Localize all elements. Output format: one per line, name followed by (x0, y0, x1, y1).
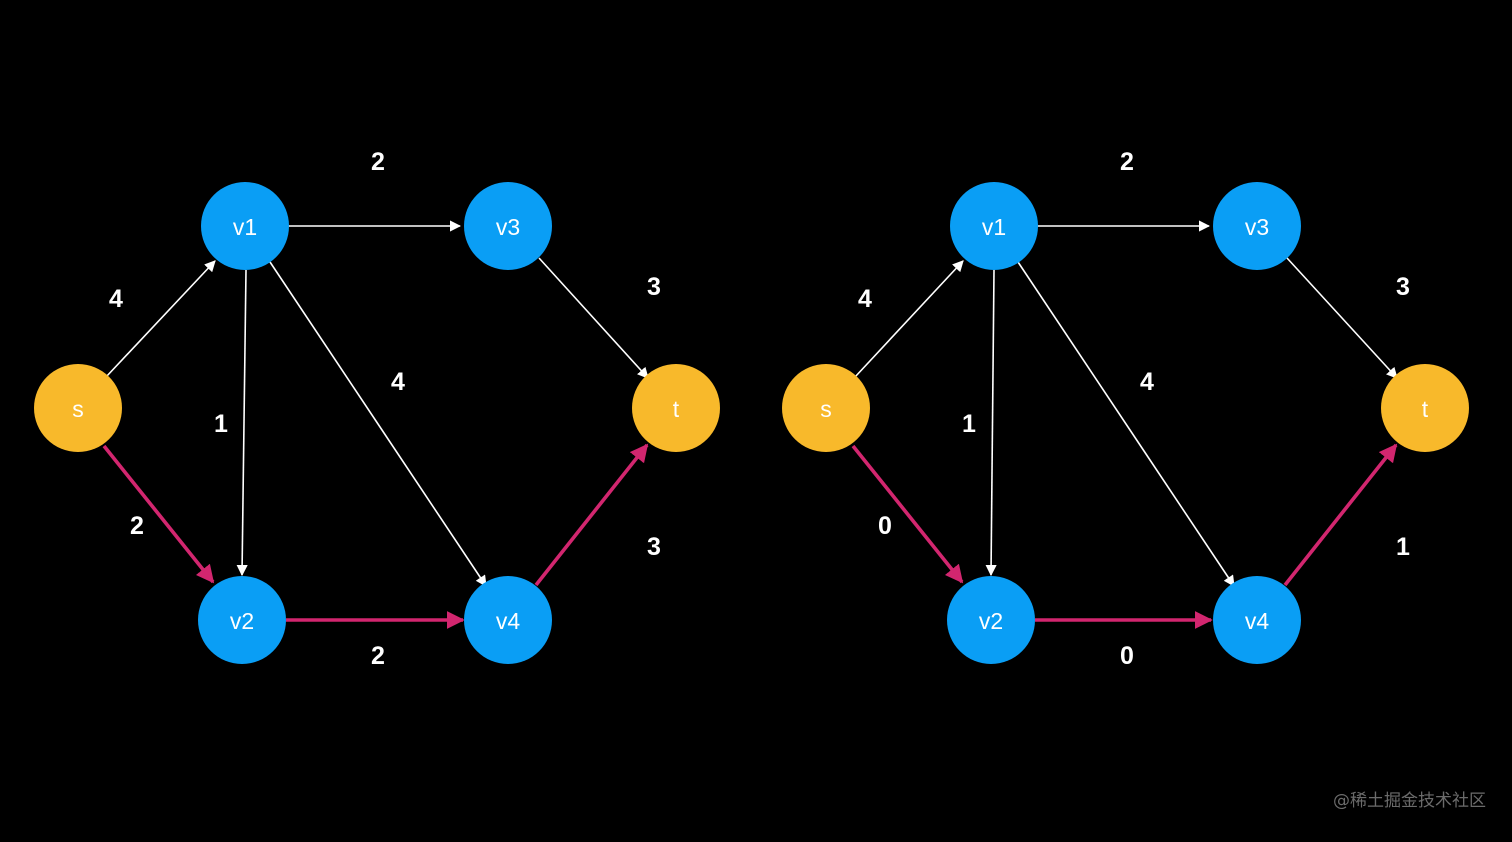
edge-v1-v4 (269, 261, 487, 587)
node-t: t (1381, 364, 1469, 452)
edge-s-v2 (851, 444, 964, 584)
node-label-v2: v2 (979, 608, 1003, 634)
graph-left: 4 2 2 1 4 2 3 3 s v1 v2 v3 (34, 148, 720, 670)
edge-label-v2-v4: 0 (1120, 642, 1134, 670)
node-label-s: s (72, 396, 84, 422)
edge-label-s-v1: 4 (858, 285, 872, 313)
node-v1: v1 (201, 182, 289, 270)
node-t: t (632, 364, 720, 452)
node-label-v2: v2 (230, 608, 254, 634)
edge-label-v1-v4: 4 (1140, 368, 1154, 396)
node-v4: v4 (464, 576, 552, 664)
edge-v3-t (1286, 257, 1398, 379)
node-v2: v2 (198, 576, 286, 664)
edge-label-s-v2: 2 (130, 512, 144, 540)
edge-label-v1-v2: 1 (962, 410, 976, 438)
watermark: @稀土掘金技术社区 (1333, 791, 1486, 811)
edge-label-v4-t: 3 (647, 533, 661, 561)
node-v1: v1 (950, 182, 1038, 270)
edge-v1-v2 (985, 269, 997, 577)
node-v2: v2 (947, 576, 1035, 664)
node-label-v3: v3 (1245, 214, 1269, 240)
graph-right: 4 0 2 1 4 0 3 1 s v1 v2 v3 (782, 148, 1469, 670)
edge-s-v1 (105, 260, 216, 378)
edge-label-v1-v4: 4 (391, 368, 405, 396)
node-s: s (34, 364, 122, 452)
node-label-v3: v3 (496, 214, 520, 240)
edge-s-v2 (102, 444, 215, 584)
edge-label-v4-t: 1 (1396, 533, 1410, 561)
edge-s-v1 (854, 260, 964, 378)
edge-label-v3-t: 3 (647, 273, 661, 301)
edge-label-s-v2: 0 (878, 512, 892, 540)
edge-label-v1-v3: 2 (371, 148, 385, 176)
edge-v1-v2 (236, 269, 248, 577)
edge-v4-t (1283, 443, 1398, 587)
edge-v3-t (538, 257, 649, 379)
node-v3: v3 (464, 182, 552, 270)
node-label-v4: v4 (1245, 608, 1270, 634)
node-s: s (782, 364, 870, 452)
edge-label-s-v1: 4 (109, 285, 123, 313)
edge-label-v2-v4: 2 (371, 642, 385, 670)
edge-label-v1-v3: 2 (1120, 148, 1134, 176)
node-label-t: t (673, 396, 680, 422)
node-label-v1: v1 (233, 214, 257, 240)
edge-label-v1-v2: 1 (214, 410, 228, 438)
node-label-v1: v1 (982, 214, 1006, 240)
edge-v4-t (534, 443, 649, 587)
node-v3: v3 (1213, 182, 1301, 270)
node-v4: v4 (1213, 576, 1301, 664)
node-label-v4: v4 (496, 608, 521, 634)
node-label-t: t (1422, 396, 1429, 422)
edge-v1-v4 (1017, 261, 1235, 587)
node-label-s: s (820, 396, 832, 422)
edge-label-v3-t: 3 (1396, 273, 1410, 301)
